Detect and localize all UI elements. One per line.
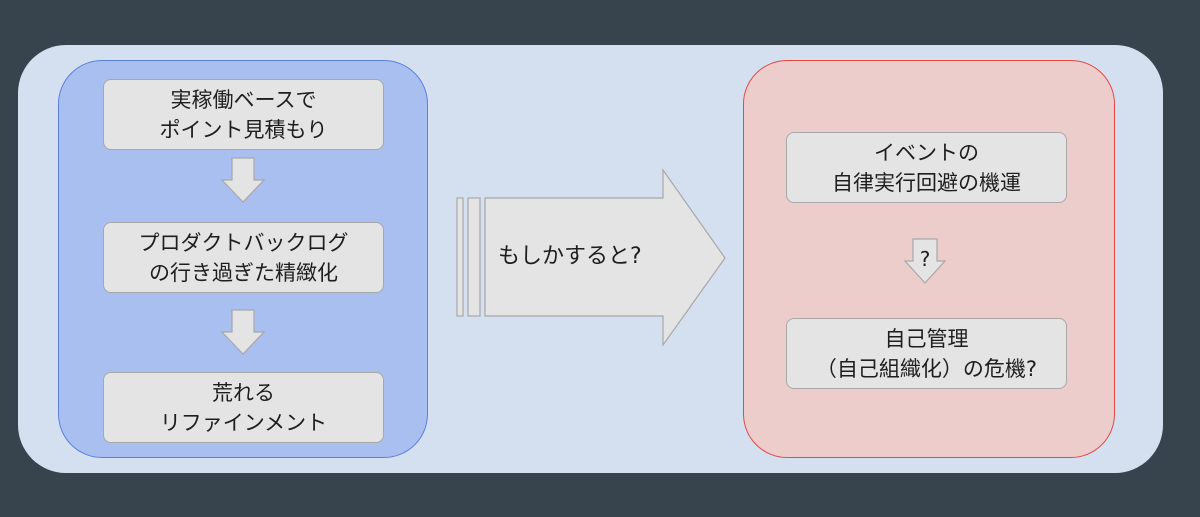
left-down-arrow-1 [220,157,266,203]
right-arrow-question-label: ? [919,247,931,271]
right-down-arrow [903,238,947,284]
left-down-arrow-2 [220,309,266,355]
right-step-2-box: 自己管理 （自己組織化）の危機? [786,318,1067,389]
left-step-3-box: 荒れる リファインメント [103,372,384,443]
left-step-1-box: 実稼働ベースで ポイント見積もり [103,79,384,150]
right-step-1-box: イベントの 自律実行回避の機運 [786,132,1067,203]
transition-label: もしかすると? [498,244,642,269]
left-step-2-box: プロダクトバックログ の行き過ぎた精緻化 [103,222,384,293]
transition-arrow [456,168,726,347]
